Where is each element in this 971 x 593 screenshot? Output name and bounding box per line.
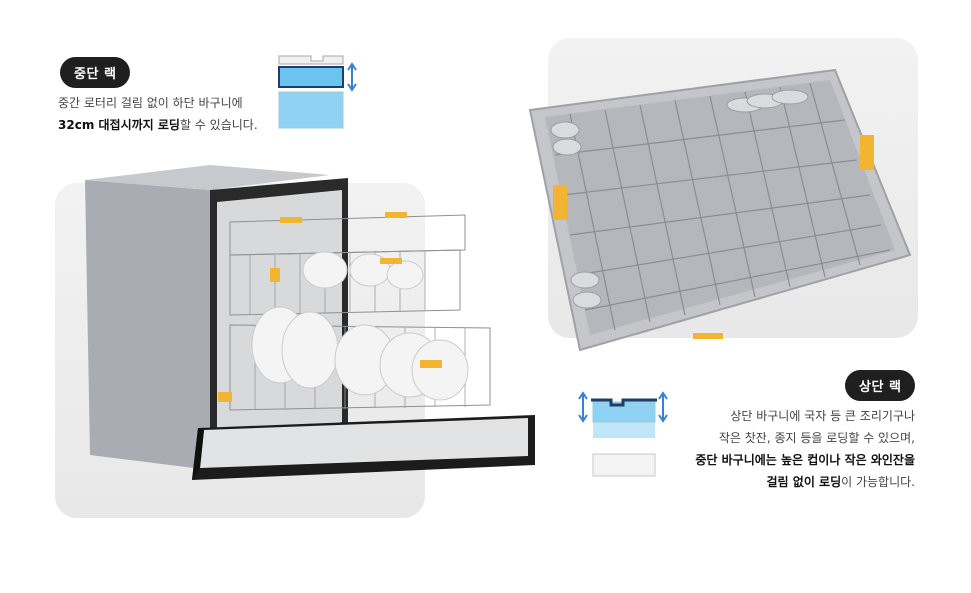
upper-rack-desc-line1: 상단 바구니에 국자 등 큰 조리기구나 — [730, 409, 915, 423]
cutlery-rack-illustration — [528, 68, 912, 352]
middle-rack-desc-line1: 중간 로터리 걸림 없이 하단 바구니에 — [58, 96, 243, 110]
upper-rack-desc-line3: 중단 바구니에는 높은 컵이나 작은 와인잔을 — [695, 449, 915, 471]
upper-rack-description: 상단 바구니에 국자 등 큰 조리기구나 작은 찻잔, 종지 등을 로딩할 수 … — [695, 405, 915, 493]
middle-rack-badge: 중단 랙 — [60, 57, 131, 88]
upper-rack-desc-line4: 걸림 없이 로딩이 가능합니다. — [695, 471, 915, 493]
middle-rack-desc-rest: 할 수 있습니다. — [179, 118, 258, 132]
upper-rack-desc-rest: 이 가능합니다. — [841, 475, 915, 489]
upper-rack-badge: 상단 랙 — [845, 370, 916, 401]
middle-rack-desc-bold: 32cm 대접시까지 로딩 — [58, 118, 180, 132]
middle-rack-diagram-icon — [278, 55, 357, 129]
upper-rack-desc-line2: 작은 찻잔, 종지 등을 로딩할 수 있으며, — [718, 431, 915, 445]
upper-rack-diagram-icon — [578, 391, 668, 477]
upper-rack-desc-bold2: 걸림 없이 로딩 — [766, 475, 842, 489]
middle-rack-desc-line2: 32cm 대접시까지 로딩할 수 있습니다. — [58, 114, 258, 136]
upper-rack-desc-bold1: 중단 바구니에는 높은 컵이나 작은 와인잔을 — [695, 453, 915, 467]
middle-rack-description: 중간 로터리 걸림 없이 하단 바구니에 32cm 대접시까지 로딩할 수 있습… — [58, 92, 258, 136]
dishwasher-illustration — [85, 165, 535, 480]
